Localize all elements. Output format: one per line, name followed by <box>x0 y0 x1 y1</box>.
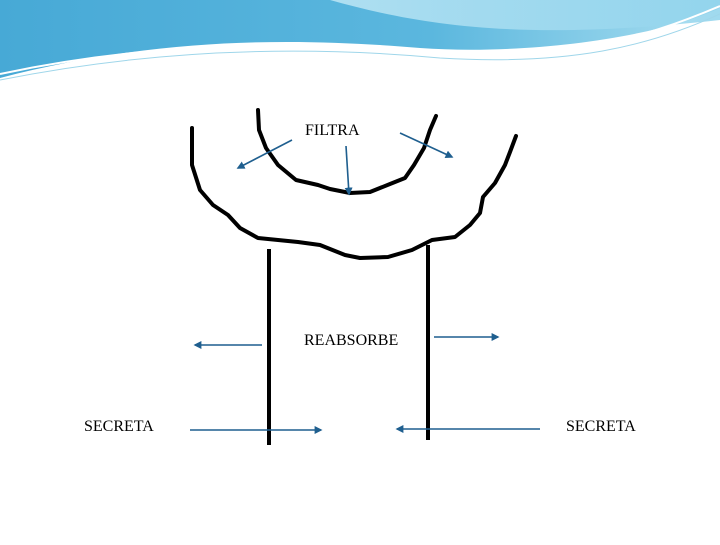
bowman-capsule-outer <box>190 126 518 260</box>
label-reabsorbe: REABSORBE <box>304 332 399 349</box>
label-filtra: FILTRA <box>305 122 360 139</box>
header-decoration <box>0 0 720 81</box>
label-secreta-left: SECRETA <box>84 418 154 435</box>
label-secreta-right: SECRETA <box>566 418 636 435</box>
filtration-arrow-center <box>344 145 353 196</box>
filtration-arrow-right <box>399 132 454 158</box>
filtration-arrow-left <box>236 139 293 169</box>
